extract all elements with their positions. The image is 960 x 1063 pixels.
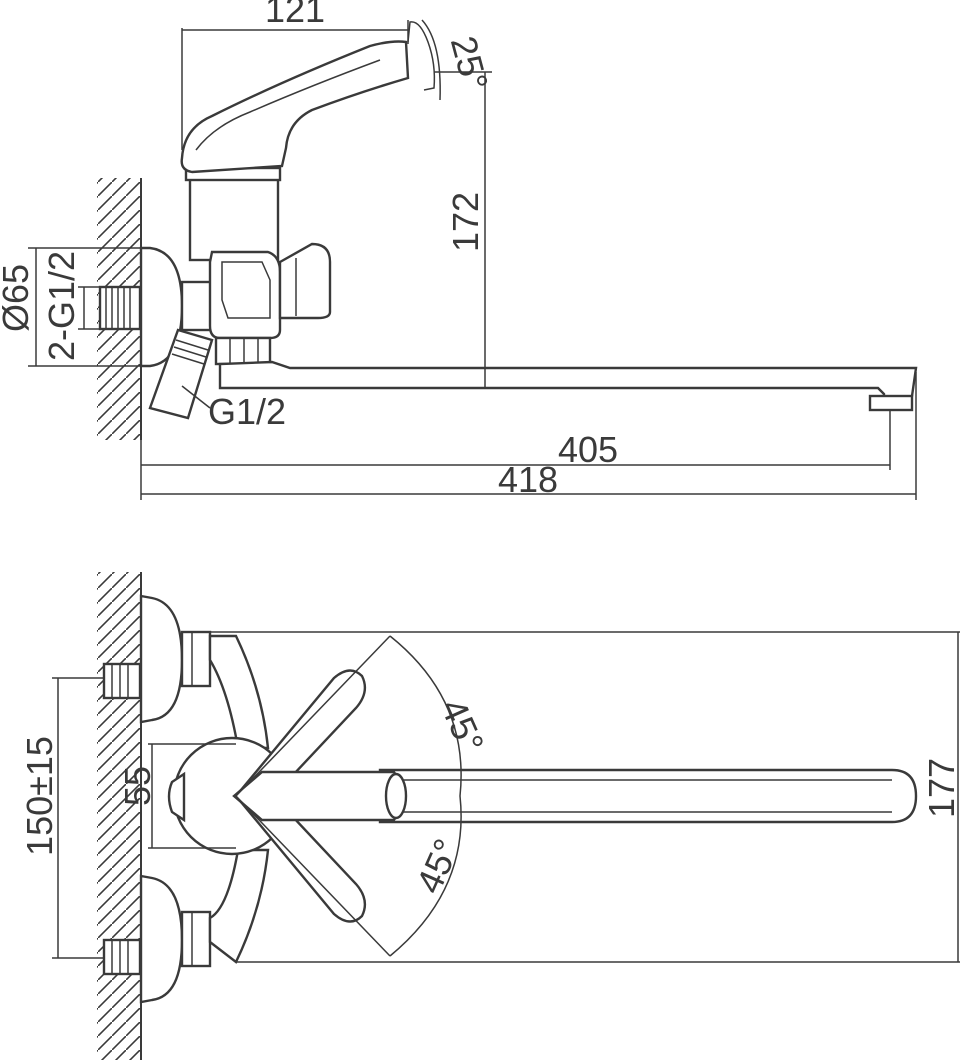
handle-lever-center: [232, 770, 404, 822]
dim-center-spacing-label: 150±15: [19, 736, 60, 856]
connector-nut: [180, 280, 214, 332]
outlet-thread: [171, 339, 209, 365]
handle-lever-side: [180, 40, 410, 174]
dim-flange: Ø65 2-G1/2: [0, 247, 150, 367]
dim-spout-reach: 405: [140, 410, 891, 500]
dim-body-width-label: 55: [117, 766, 158, 806]
eccentric-lower: [102, 874, 212, 1004]
diverter-knob: [278, 242, 332, 320]
dim-height-label: 172: [445, 192, 486, 252]
dim-total-length-label: 418: [498, 459, 558, 500]
handle-lever-inner: [195, 59, 381, 151]
spout-side: [218, 360, 918, 410]
dim-diameter-label: Ø65: [0, 264, 36, 332]
valve-bevel: [221, 261, 271, 319]
handle-tip: [407, 21, 436, 91]
dim-handle-width-label: 121: [265, 0, 325, 30]
side-view: 121 25° 172 Ø65 2-G1/2 G1/2: [0, 0, 918, 500]
dim-spout-reach-label: 405: [558, 429, 618, 470]
dim-center-spacing: 150±15: [19, 677, 104, 959]
outlet-elbow: [148, 328, 214, 420]
aerator: [868, 394, 914, 412]
dim-angle-upper-label: 45°: [433, 693, 493, 759]
spout-top: [378, 768, 918, 824]
dim-handle-angle-label: 25°: [443, 32, 497, 95]
spout-coupling: [214, 336, 272, 366]
body-arm-upper: [208, 634, 270, 750]
top-view: 45° 45° 150±15 55 177: [19, 572, 960, 1060]
cartridge-body: [188, 176, 280, 262]
dim-handle-width: 121: [181, 0, 409, 150]
dim-total-length: 418: [141, 372, 917, 500]
inlet-thread: [98, 285, 142, 331]
dim-total-width: 177: [210, 631, 960, 963]
dim-outlet-thread-label: G1/2: [208, 391, 286, 432]
central-body-nose: [167, 771, 186, 823]
body-arm-lower: [208, 848, 270, 964]
dim-body-width: 55: [117, 743, 236, 849]
dim-inlet-thread-label: 2-G1/2: [41, 251, 82, 361]
handle-tip-center: [384, 772, 408, 820]
dim-total-width-label: 177: [921, 758, 960, 818]
eccentric-upper: [102, 594, 212, 724]
dim-height: 172: [445, 72, 486, 388]
wall-hatching-top: [97, 572, 142, 1060]
outlet-thread-callout: G1/2: [181, 385, 286, 432]
